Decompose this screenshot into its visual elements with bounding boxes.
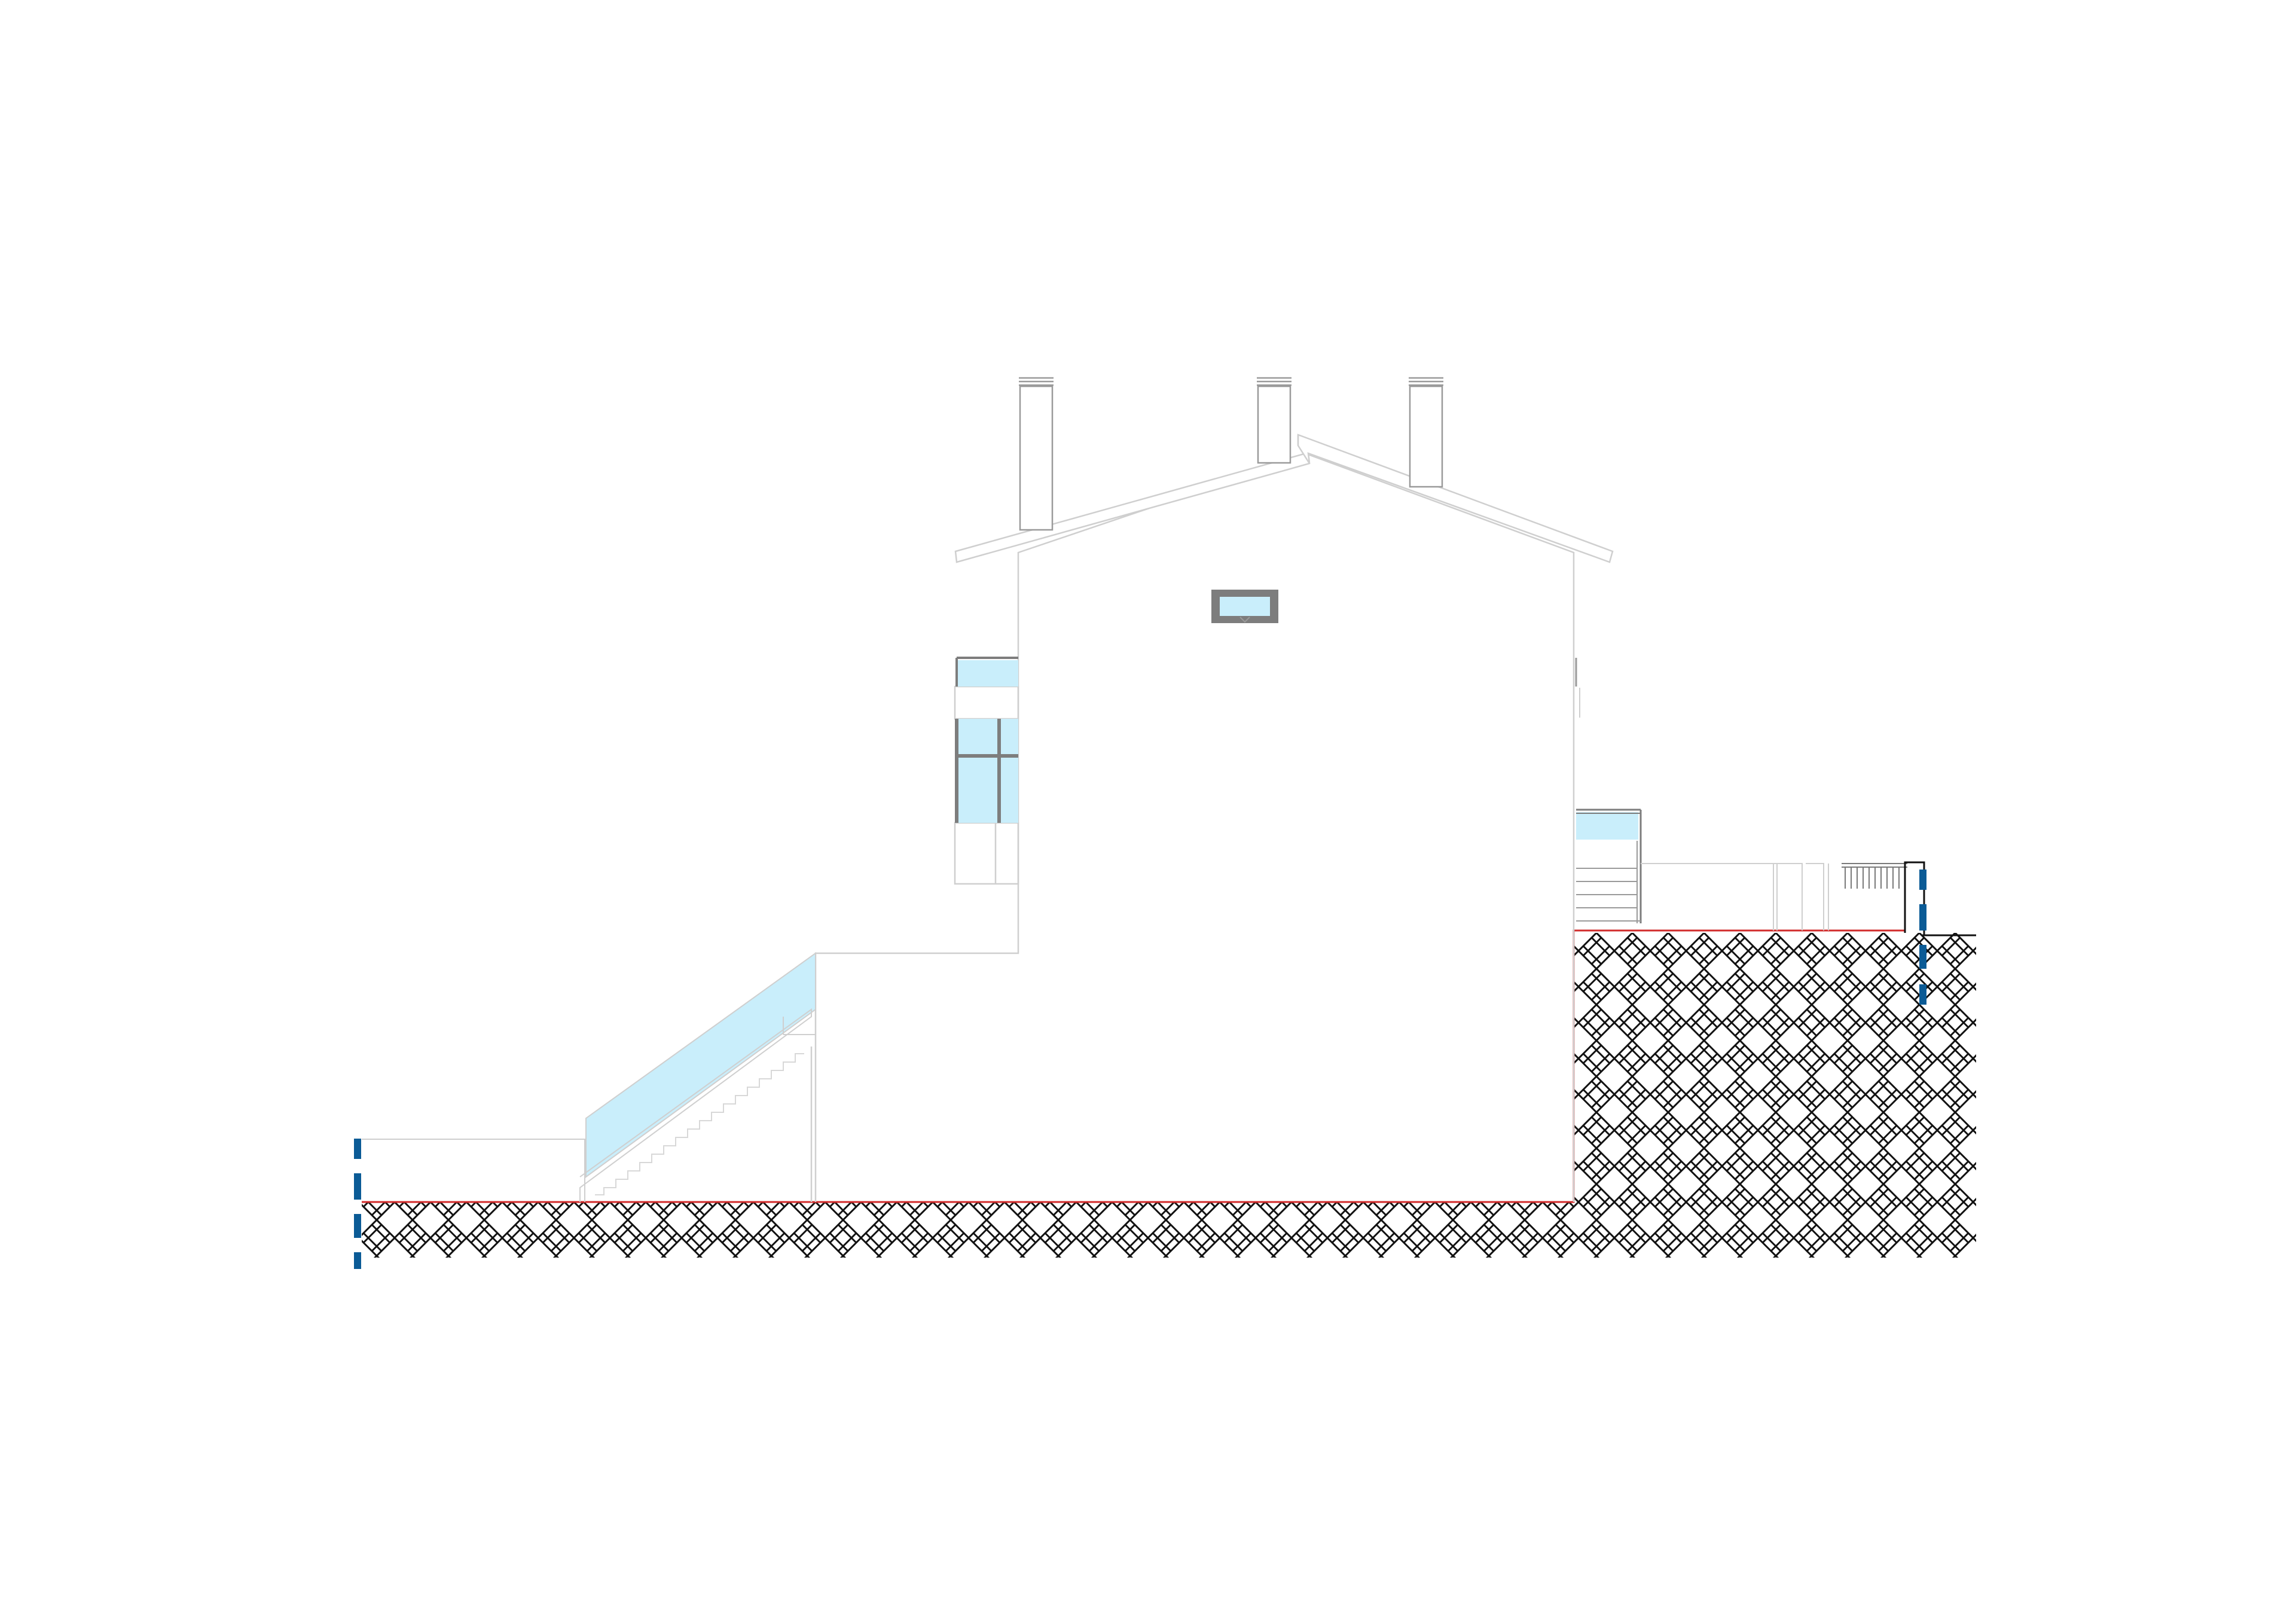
right-wall-marks	[1575, 658, 1580, 718]
left-main-window-glass	[957, 719, 1018, 823]
section-marker-icon	[354, 1139, 361, 1269]
roof-slope-right	[1297, 434, 1614, 563]
window-icon	[1211, 590, 1278, 623]
railing	[1842, 863, 1907, 889]
porch-glass	[1576, 812, 1638, 840]
chimneys	[1019, 377, 1443, 531]
left-bay-column	[954, 822, 1019, 885]
chimney-icon	[1257, 377, 1292, 464]
stair-icon	[1576, 868, 1641, 922]
garden-walls	[1641, 863, 1829, 931]
window-icon	[955, 657, 1018, 687]
roof-slope-left	[954, 451, 1311, 563]
stair-glass-panel	[585, 952, 816, 1178]
stair-icon	[579, 952, 816, 1202]
ground-hatch-icon	[362, 929, 1976, 1258]
house-wall-outline	[1017, 453, 1575, 1202]
gate-post	[1904, 861, 1925, 935]
house-lower-wall	[814, 952, 1019, 1202]
stair-steps	[595, 1053, 804, 1195]
chimney-icon	[1019, 377, 1054, 531]
right-extension	[1576, 809, 1925, 935]
left-upper-window-glass	[957, 660, 1018, 687]
left-bay-upper	[954, 685, 1019, 720]
window-icon	[955, 719, 1018, 823]
house-body	[810, 453, 1575, 1202]
chimney-icon	[1409, 377, 1443, 488]
roof	[954, 434, 1614, 563]
ground-section	[362, 933, 1976, 1258]
stair-outline	[579, 1008, 812, 1202]
attic-window-glass	[1220, 597, 1270, 616]
section-marker-icon	[1919, 870, 1926, 1005]
left-terrace	[362, 1139, 585, 1202]
